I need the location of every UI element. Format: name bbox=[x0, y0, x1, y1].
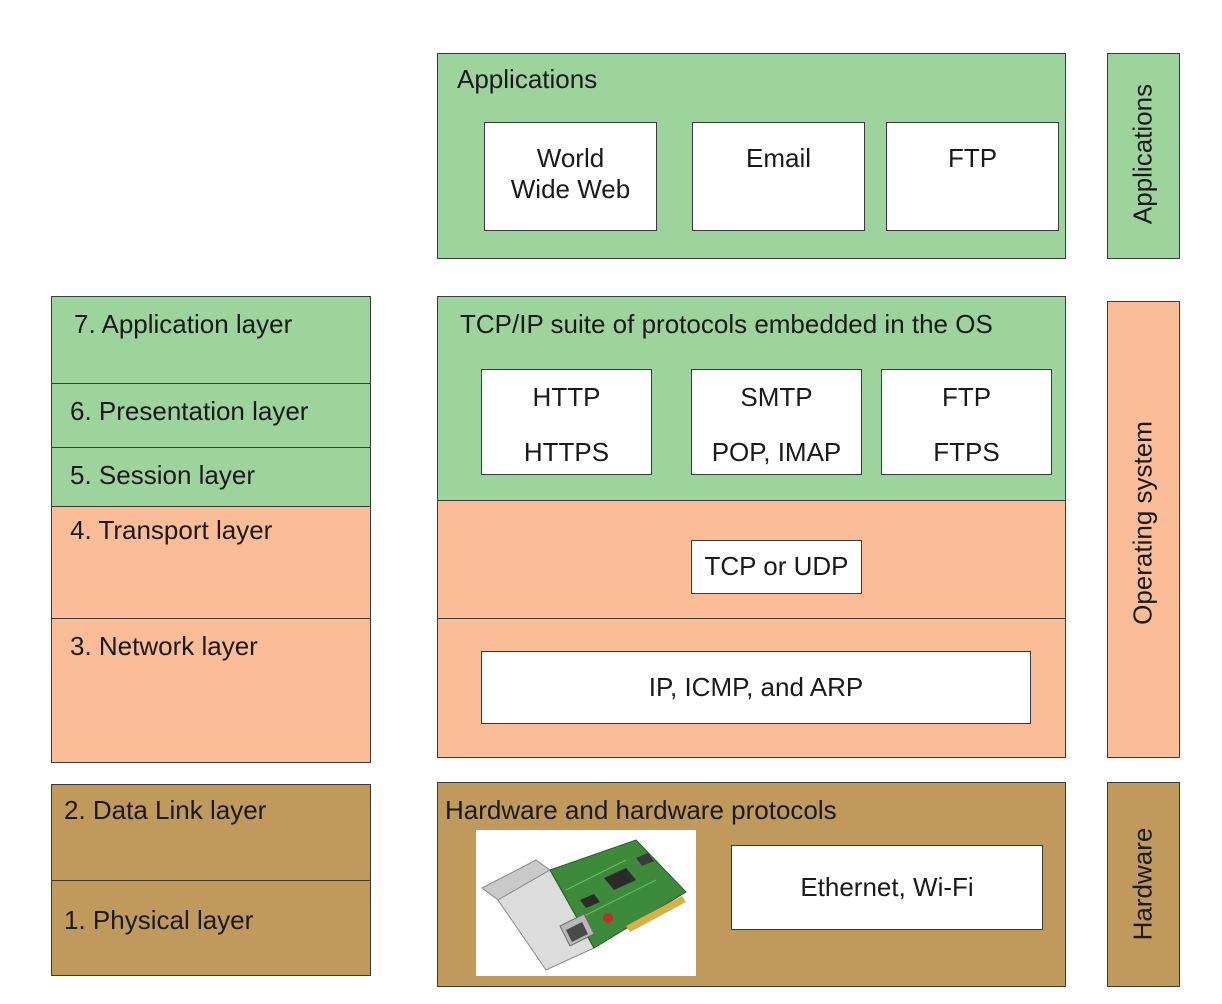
www-line2: Wide Web bbox=[510, 174, 631, 204]
osi-session-layer: 5. Session layer bbox=[51, 447, 371, 508]
smtp-box: SMTP POP, IMAP bbox=[691, 369, 862, 475]
tcp-udp-label: TCP or UDP bbox=[704, 551, 849, 582]
tcp-udp-box: TCP or UDP bbox=[691, 540, 862, 594]
www-line1: World bbox=[536, 143, 605, 173]
osi-presentation-label: 6. Presentation layer bbox=[70, 396, 309, 426]
tcpip-suite-title: TCP/IP suite of protocols embedded in th… bbox=[460, 309, 993, 339]
osi-presentation-layer: 6. Presentation layer bbox=[51, 383, 371, 449]
side-applications-bar bbox=[1107, 53, 1180, 259]
https-label: HTTPS bbox=[523, 437, 610, 467]
applications-title: Applications bbox=[457, 64, 598, 94]
email-label: Email bbox=[745, 143, 811, 173]
osi-application-label: 7. Application layer bbox=[74, 309, 293, 339]
hardware-title: Hardware and hardware protocols bbox=[445, 795, 837, 825]
side-hardware-label: Hardware bbox=[1127, 827, 1158, 941]
ethernet-wifi-box: Ethernet, Wi-Fi bbox=[731, 845, 1043, 930]
ip-icmp-arp-box: IP, ICMP, and ARP bbox=[481, 651, 1031, 724]
ftps-label: FTPS bbox=[933, 437, 1000, 467]
ftp-box: FTP FTPS bbox=[881, 369, 1052, 475]
http-box: HTTP HTTPS bbox=[481, 369, 652, 475]
ip-icmp-arp-label: IP, ICMP, and ARP bbox=[648, 671, 864, 702]
osi-transport-label: 4. Transport layer bbox=[70, 515, 273, 545]
osi-datalink-label: 2. Data Link layer bbox=[64, 795, 267, 825]
ftp-app-box: FTP bbox=[886, 122, 1059, 231]
side-hardware-bar bbox=[1107, 782, 1180, 987]
network-card-image bbox=[476, 830, 696, 976]
ethernet-wifi-label: Ethernet, Wi-Fi bbox=[800, 871, 974, 902]
osi-datalink-layer: 2. Data Link layer bbox=[51, 784, 371, 882]
osi-physical-label: 1. Physical layer bbox=[64, 905, 254, 935]
pop-imap-label: POP, IMAP bbox=[711, 437, 842, 467]
network-card-icon bbox=[481, 839, 687, 971]
osi-application-layer: 7. Application layer bbox=[51, 296, 371, 385]
side-operating-system-bar bbox=[1107, 301, 1180, 758]
http-label: HTTP bbox=[532, 382, 601, 412]
osi-session-label: 5. Session layer bbox=[70, 460, 255, 490]
side-operating-system-label: Operating system bbox=[1127, 421, 1158, 625]
osi-physical-layer: 1. Physical layer bbox=[51, 880, 371, 976]
ftp-label: FTP bbox=[941, 382, 992, 412]
www-box: World Wide Web bbox=[484, 122, 657, 231]
email-box: Email bbox=[692, 122, 865, 231]
osi-network-label: 3. Network layer bbox=[70, 631, 258, 661]
ftp-app-label: FTP bbox=[947, 143, 998, 173]
osi-network-layer: 3. Network layer bbox=[51, 618, 371, 763]
side-applications-label: Applications bbox=[1127, 83, 1158, 225]
smtp-label: SMTP bbox=[740, 382, 813, 412]
osi-transport-layer: 4. Transport layer bbox=[51, 506, 371, 620]
